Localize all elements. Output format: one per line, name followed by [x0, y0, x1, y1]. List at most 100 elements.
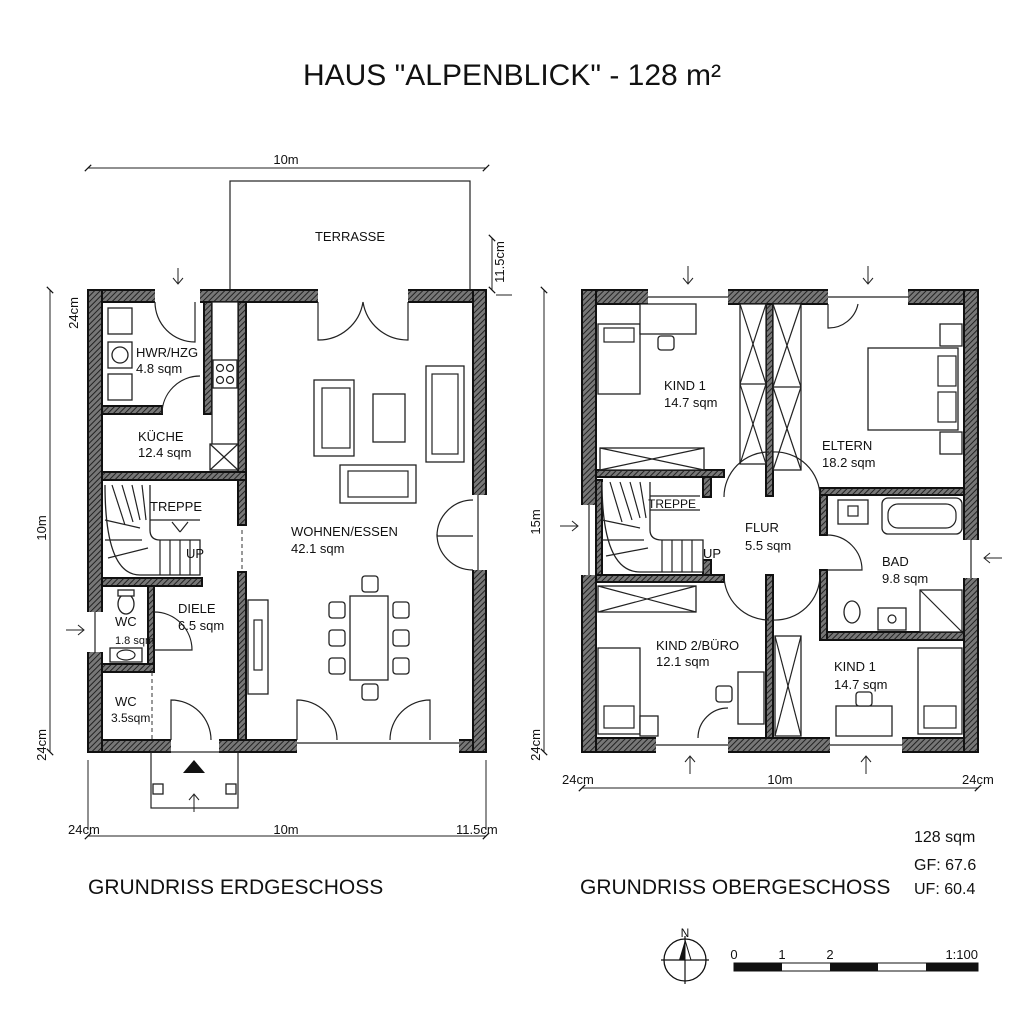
- scale-ratio: 1:100: [945, 947, 978, 962]
- hwr-door-swing: [154, 301, 196, 343]
- flur-area: 5.5 sqm: [745, 538, 791, 553]
- gf-wall-hall-right: [237, 571, 247, 741]
- gf-dim-bottom-right: 11.5cm: [456, 822, 498, 837]
- wc1-name: WC: [115, 614, 137, 629]
- page-title: HAUS "ALPENBLICK" - 128 m²: [303, 59, 721, 92]
- kind1a-name: KIND 1: [664, 378, 706, 393]
- gf-dim-left-bottom-wall: 24cm: [34, 729, 49, 761]
- uf-wall-eltern-bottom: [819, 487, 965, 496]
- uf-caption: GRUNDRISS OBERGESCHOSS: [580, 876, 890, 899]
- kind2-area: 12.1 sqm: [656, 654, 709, 669]
- scale-tick-1: 1: [778, 947, 785, 962]
- gf-wall-hwr-right: [203, 301, 213, 415]
- gf-dim-bottom-left: 24cm: [68, 822, 100, 837]
- uf-dim-bottom-right: 24cm: [962, 772, 994, 787]
- gf-up-label: UP: [186, 546, 204, 561]
- uf-dim-left-bottom-wall: 24cm: [528, 729, 543, 761]
- wc1-area: 1.8 sqm: [115, 635, 154, 647]
- gf-wall-kitchen-bottom: [101, 471, 247, 481]
- uf-wall-right: [963, 289, 979, 753]
- uf-entry-arrows: [560, 266, 1002, 774]
- kind1a-desk: [639, 303, 697, 335]
- kind1b-name: KIND 1: [834, 659, 876, 674]
- hall-area: 6.5 sqm: [178, 618, 224, 633]
- gf-dim-bottom-mid: 10m: [273, 822, 298, 837]
- gf-wall-top: [87, 289, 487, 303]
- hwr-area: 4.8 sqm: [136, 361, 182, 376]
- kitchen-stove: [212, 359, 238, 389]
- uf-wall-bad-bottom: [826, 631, 965, 641]
- uf-dim-left: 15m: [528, 509, 543, 534]
- entry-arrow-icon: [183, 760, 205, 773]
- gf-opening-terrace: [318, 289, 408, 303]
- gf-entry-arrows: [66, 268, 512, 636]
- uf-stairs-label: TREPPE: [648, 497, 696, 511]
- gf-stairs-label: TREPPE: [150, 499, 202, 514]
- north-label: N: [681, 926, 690, 940]
- uf-wall-center-top: [765, 303, 774, 497]
- wc1-toilet: [117, 593, 135, 615]
- uf-dim-bottom-left: 24cm: [562, 772, 594, 787]
- gf-opening-living-window: [297, 739, 459, 753]
- bad-sink: [877, 607, 907, 631]
- bathtub: [881, 497, 963, 535]
- wc1-door: [153, 611, 193, 651]
- uf-wall-center-bottom: [765, 574, 774, 739]
- hall-name: DIELE: [178, 601, 216, 616]
- upper-floor-plan: KIND 1 14.7 sqm ELTERN 18.2 sqm TREPPE U…: [528, 266, 1002, 792]
- scale-tick-0: 0: [730, 947, 737, 962]
- gf-wall-stairs-bottom: [101, 577, 203, 587]
- ground-floor-plan: TERRASSE: [34, 152, 512, 840]
- flur-name: FLUR: [745, 520, 779, 535]
- hwr-name: HWR/HZG: [136, 345, 198, 360]
- eltern-bed: [867, 347, 959, 431]
- kitchen-name: KÜCHE: [138, 429, 184, 444]
- right-door-lower: [436, 533, 474, 571]
- dining-chairs: [328, 575, 410, 701]
- gf-wall-left: [87, 289, 103, 753]
- wc1-sink: [109, 647, 143, 663]
- hwr-boiler: [107, 307, 133, 335]
- stat-uf: UF: 60.4: [914, 881, 975, 898]
- gf-dim-terrace: 11.5cm: [492, 241, 507, 283]
- uf-stairs: [601, 481, 704, 573]
- uf-wall-top: [581, 289, 979, 305]
- gf-dimension-lines: [46, 164, 496, 840]
- kind2-name: KIND 2/BÜRO: [656, 638, 739, 653]
- wc2-area: 3.5sqm: [111, 711, 150, 725]
- uf-wall-stairs-bottom: [595, 574, 725, 583]
- gf-stairs: [104, 484, 201, 576]
- right-door-upper: [436, 499, 474, 537]
- gf-wall-stairs-right: [237, 479, 247, 526]
- stat-total: 128 sqm: [914, 829, 975, 846]
- kitchen-area: 12.4 sqm: [138, 445, 191, 460]
- living-door-left: [296, 699, 338, 741]
- armchair-left: [313, 379, 355, 457]
- gf-wall-hwr-bottom: [101, 405, 163, 415]
- kind1a-bed: [597, 323, 641, 395]
- hwr-inner-door: [161, 375, 201, 415]
- kind1b-desk: [835, 705, 893, 737]
- gf-opening-hwr: [155, 289, 200, 303]
- gf-caption: GRUNDRISS ERDGESCHOSS: [88, 876, 383, 899]
- coffee-table: [372, 393, 406, 443]
- living-name: WOHNEN/ESSEN: [291, 524, 398, 539]
- eltern-area: 18.2 sqm: [822, 455, 875, 470]
- kind2-bed: [597, 647, 641, 735]
- kind1a-area: 14.7 sqm: [664, 395, 717, 410]
- gf-opening-right-window: [472, 495, 487, 570]
- bad-area: 9.8 sqm: [882, 571, 928, 586]
- stat-gf: GF: 67.6: [914, 857, 976, 874]
- north-arrow-icon: [661, 936, 709, 984]
- uf-dimension-lines: [540, 286, 982, 792]
- uf-dim-bottom-mid: 10m: [767, 772, 792, 787]
- dining-table: [349, 595, 389, 681]
- scale-tick-2: 2: [826, 947, 833, 962]
- gf-dim-left-top-wall: 24cm: [66, 297, 81, 329]
- hwr-dryer: [107, 373, 133, 401]
- living-area: 42.1 sqm: [291, 541, 344, 556]
- gf-dim-left: 10m: [34, 515, 49, 540]
- terrace-door-left: [317, 301, 364, 341]
- gf-wall-wc-right: [147, 585, 155, 669]
